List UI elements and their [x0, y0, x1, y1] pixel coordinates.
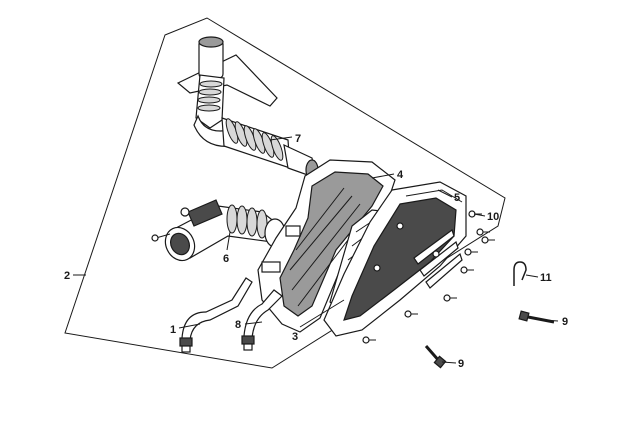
part-1-drain-tube: [179, 277, 253, 353]
callout-3: 3: [292, 331, 298, 343]
callout-9-upper: 9: [562, 316, 568, 328]
callout-5: 5: [454, 192, 460, 204]
callout-11: 11: [540, 272, 552, 284]
callout-4: 4: [397, 169, 404, 181]
callout-6: 6: [223, 253, 229, 265]
part-7-intake-duct: [176, 36, 319, 181]
part-6-connector-tube: [151, 199, 286, 262]
part-8-breather-tube: [241, 289, 283, 351]
callout-1: 1: [170, 324, 176, 336]
callout-10: 10: [487, 211, 499, 223]
part-10-screws: [362, 210, 495, 344]
callout-7: 7: [295, 133, 301, 145]
part-9-bolt-lower: [424, 345, 447, 369]
part-11-clip-pin: [513, 261, 527, 286]
callout-9-lower: 9: [458, 358, 464, 370]
assembly-boundary: [64, 17, 506, 369]
leader-lines: [73, 136, 559, 364]
callout-8: 8: [235, 319, 241, 331]
part-5-cleaner-cover: [323, 181, 467, 337]
part-4-cleaner-case: [257, 159, 396, 333]
part-9-bolt-upper: [518, 310, 555, 324]
callout-2: 2: [64, 270, 70, 282]
